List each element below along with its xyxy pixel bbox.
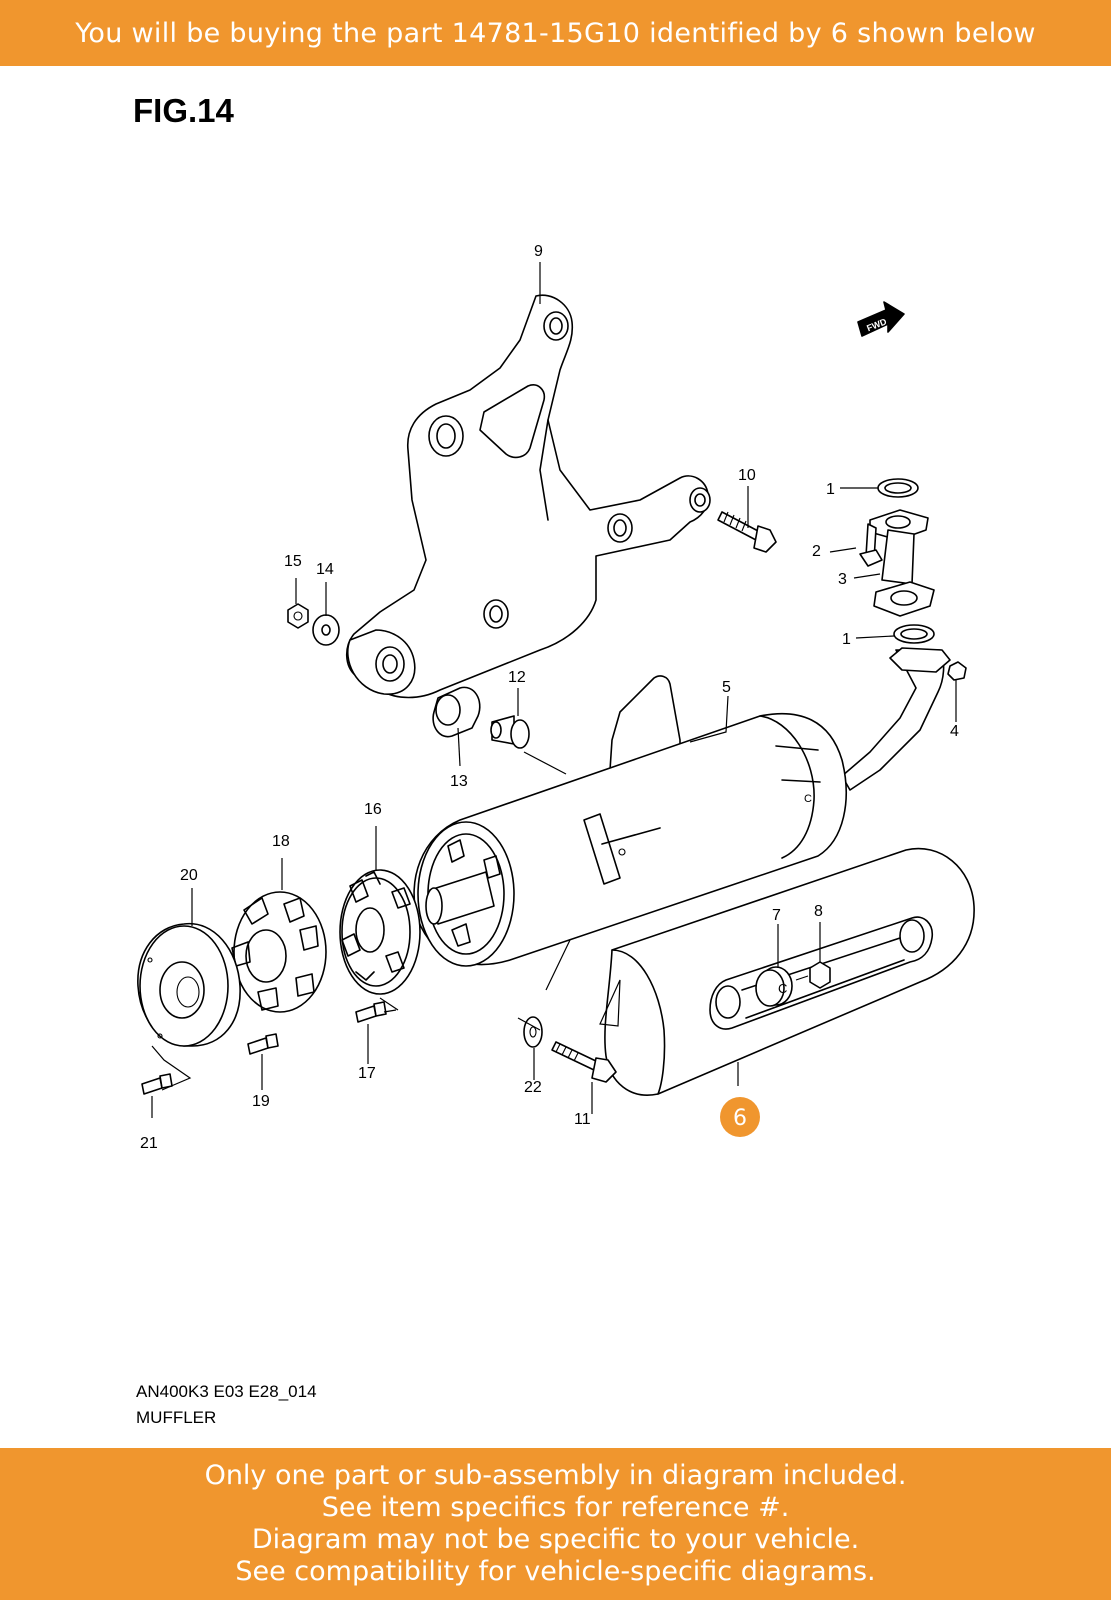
label-part-5: 5 xyxy=(722,679,731,696)
label-part-3: 3 xyxy=(838,571,847,588)
label-part-19: 19 xyxy=(252,1093,270,1110)
label-part-15: 15 xyxy=(284,553,302,570)
end-cap-part-20 xyxy=(137,922,241,1047)
bottom-banner: Only one part or sub-assembly in diagram… xyxy=(0,1448,1111,1600)
label-part-21: 21 xyxy=(140,1135,158,1152)
label-part-16: 16 xyxy=(364,801,382,818)
bolt-part-11 xyxy=(551,1041,617,1083)
bottom-banner-line: Only one part or sub-assembly in diagram… xyxy=(204,1460,907,1491)
label-part-9: 9 xyxy=(534,243,543,260)
leader-lines xyxy=(151,262,957,1118)
label-part-17: 17 xyxy=(358,1065,376,1082)
label-part-7: 7 xyxy=(772,907,781,924)
bottom-banner-line: Diagram may not be specific to your vehi… xyxy=(251,1524,860,1555)
top-banner-text: You will be buying the part 14781-15G10 … xyxy=(75,17,1036,49)
label-part-2: 2 xyxy=(812,543,821,560)
bracket-part-9 xyxy=(345,294,711,699)
label-part-22: 22 xyxy=(524,1079,542,1096)
muffler-part-5: C xyxy=(413,647,951,967)
label-part-12: 12 xyxy=(508,669,526,686)
screw-part-19 xyxy=(247,1033,279,1055)
washer-part-22 xyxy=(523,1016,543,1048)
bottom-banner-line: See item specifics for reference #. xyxy=(321,1492,790,1523)
gasket-part-1-lower xyxy=(893,624,935,644)
screw-part-21 xyxy=(141,1073,173,1095)
front-pipe-part-3 xyxy=(869,509,935,617)
label-part-1-upper: 1 xyxy=(826,481,835,498)
figure-label: FIG.14 xyxy=(133,92,234,129)
figure-code: AN400K3 E03 E28_014 xyxy=(136,1382,317,1401)
svg-text:C: C xyxy=(804,793,812,805)
baffle-part-18 xyxy=(231,891,327,1013)
gasket-part-1-upper xyxy=(877,478,919,498)
highlight-badge xyxy=(720,1097,760,1137)
label-part-8: 8 xyxy=(814,903,823,920)
collar-part-7: C xyxy=(755,966,793,1007)
label-part-18: 18 xyxy=(272,833,290,850)
bolt-part-2 xyxy=(859,523,883,567)
cover-part-16 xyxy=(339,869,421,995)
label-part-10: 10 xyxy=(738,467,756,484)
collar-part-12 xyxy=(490,715,530,749)
label-part-6: 6 xyxy=(733,1106,747,1131)
label-part-13: 13 xyxy=(450,773,468,790)
highlight-callout-part-6: 6 xyxy=(720,1097,760,1137)
label-part-20: 20 xyxy=(180,867,198,884)
top-banner: You will be buying the part 14781-15G10 … xyxy=(0,0,1111,66)
screw-part-17 xyxy=(355,1001,387,1023)
muffler-diagram: C C xyxy=(137,243,975,1152)
figure-name: MUFFLER xyxy=(136,1408,217,1427)
bottom-banner-line: See compatibility for vehicle-specific d… xyxy=(235,1556,876,1587)
label-part-14: 14 xyxy=(316,561,334,578)
label-part-4: 4 xyxy=(950,723,959,740)
svg-text:C: C xyxy=(778,981,787,996)
fwd-arrow-icon: FWD xyxy=(857,301,905,337)
label-part-1-lower: 1 xyxy=(842,631,851,648)
nut-part-15 xyxy=(287,603,309,629)
label-part-11: 11 xyxy=(574,1111,591,1128)
part-labels: 9 10 1 2 3 1 4 5 12 13 15 14 16 18 20 7 … xyxy=(140,243,959,1152)
bolt-part-10 xyxy=(717,511,777,553)
bushing-part-13 xyxy=(432,686,481,738)
nut-part-4 xyxy=(947,661,967,681)
washer-part-14 xyxy=(312,614,340,646)
